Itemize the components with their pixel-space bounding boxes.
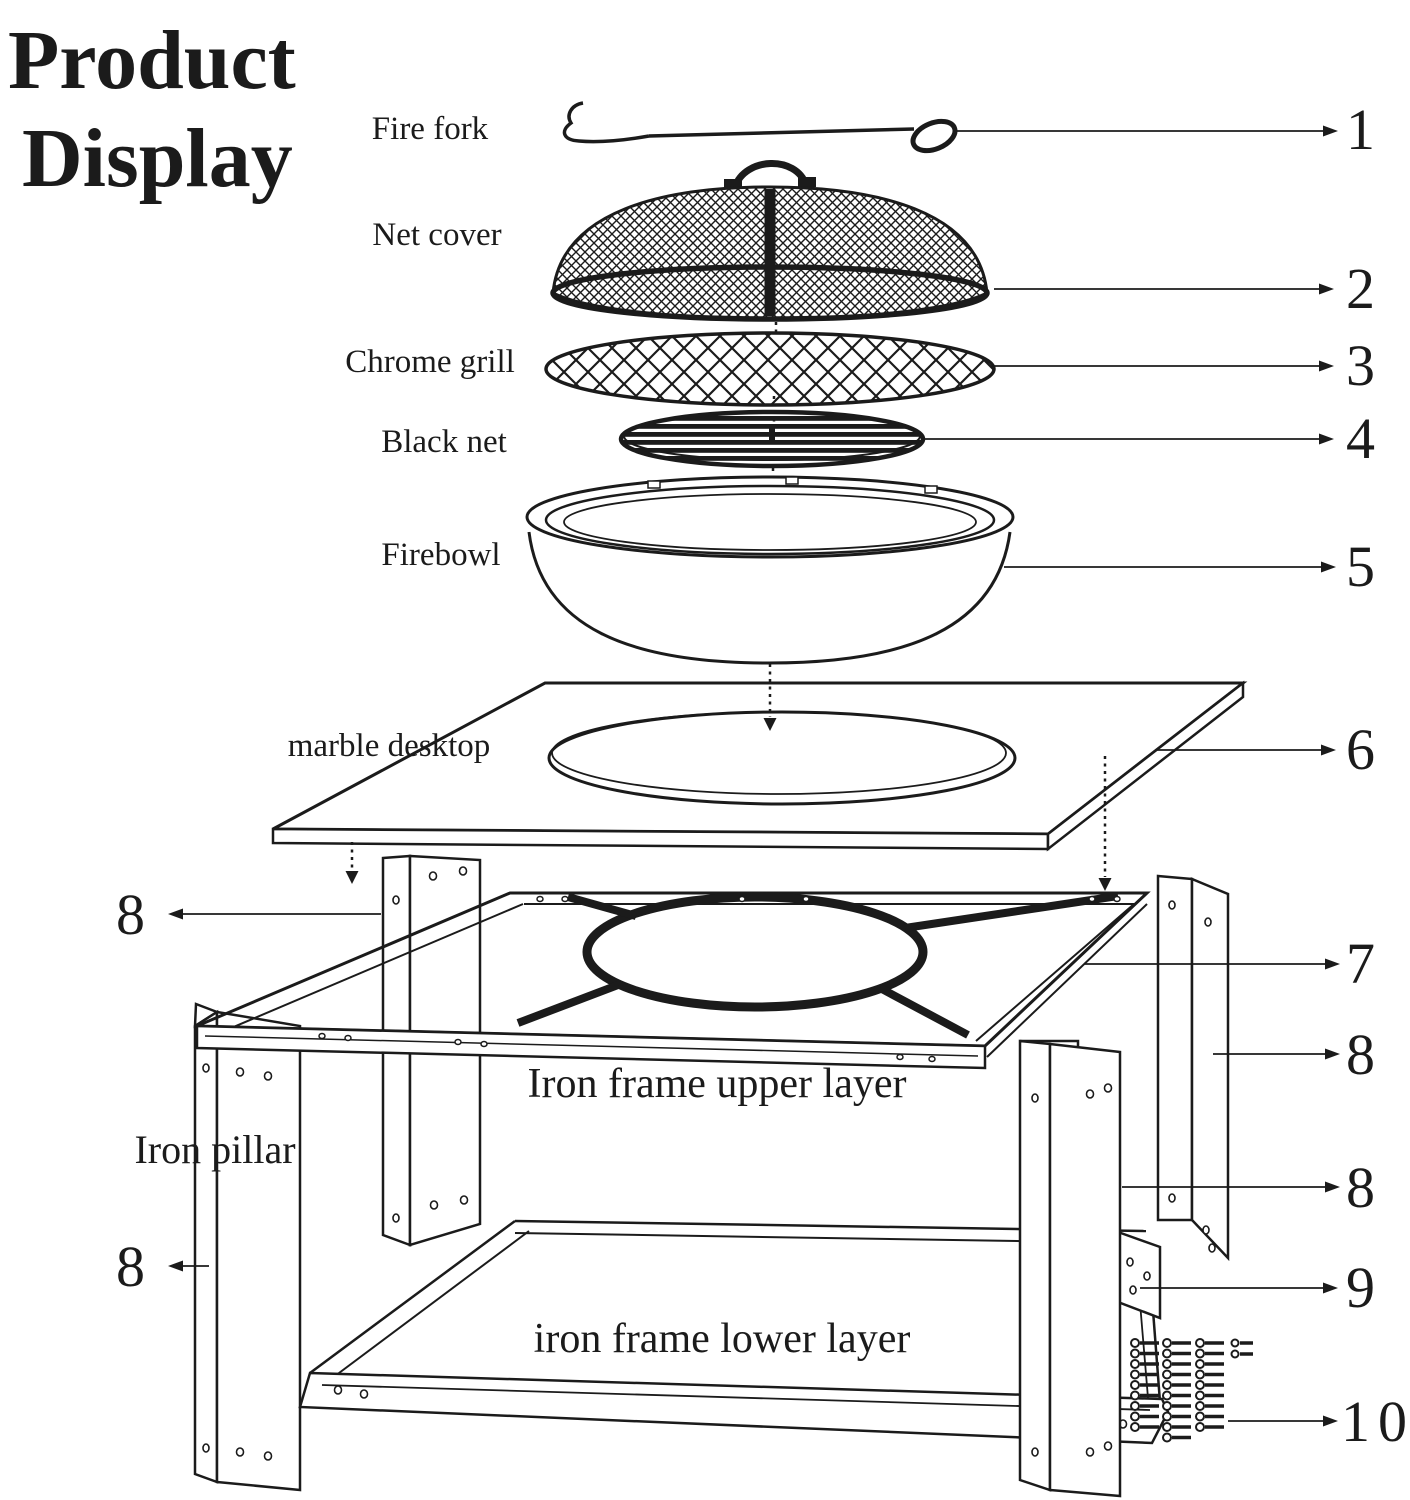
marble-desktop-drawing — [271, 680, 1248, 852]
callout-10: 10 — [1341, 1389, 1410, 1454]
callout-8-left-top: 8 — [116, 882, 145, 947]
callout-5: 5 — [1346, 534, 1375, 599]
firebowl-rim-outer — [525, 475, 1015, 559]
callout-1: 1 — [1346, 97, 1375, 162]
callout-4: 4 — [1346, 406, 1375, 471]
iron-pillar-rear-right — [1156, 874, 1230, 1262]
chrome-grill-drawing — [544, 331, 996, 407]
label-iron-frame-lower: iron frame lower layer — [534, 1316, 911, 1362]
assembly-dotted-5 — [345, 842, 359, 884]
callout-6: 6 — [1346, 717, 1375, 782]
fork-handle-loop — [910, 118, 958, 154]
callout-8-right-bottom: 8 — [1346, 1155, 1375, 1220]
label-fire-fork: Fire fork — [372, 111, 489, 147]
callout-7: 7 — [1346, 931, 1375, 996]
frame-spokes — [516, 892, 1119, 1039]
screws-drawing — [1130, 1338, 1253, 1443]
net-cover-drawing — [550, 160, 990, 322]
fire-fork-drawing — [562, 101, 958, 154]
label-iron-frame-upper: Iron frame upper layer — [528, 1061, 907, 1107]
callout-9: 9 — [1346, 1255, 1375, 1320]
screw-column-2 — [1162, 1338, 1191, 1443]
screw-column-3 — [1195, 1338, 1224, 1432]
label-firebowl: Firebowl — [381, 537, 500, 573]
callout-lines — [168, 125, 1340, 1427]
screw-column-1 — [1130, 1338, 1159, 1432]
label-net-cover: Net cover — [372, 217, 501, 253]
callout-2: 2 — [1346, 256, 1375, 321]
label-iron-pillar: Iron pillar — [134, 1127, 295, 1172]
label-black-net: Black net — [381, 424, 507, 460]
corner-bracket-drawing — [1116, 1230, 1162, 1320]
callout-3: 3 — [1346, 333, 1375, 398]
label-chrome-grill: Chrome grill — [345, 344, 515, 380]
callout-8-left-bottom: 8 — [116, 1234, 145, 1299]
callout-8-right-top: 8 — [1346, 1022, 1375, 1087]
iron-frame-upper-drawing — [195, 891, 1151, 1070]
net-cover-handle — [731, 160, 810, 189]
iron-pillar-front-left — [193, 1002, 302, 1492]
assembly-dotted-4 — [763, 664, 777, 731]
black-net-drawing — [618, 409, 926, 469]
frame-ring — [582, 892, 928, 1012]
firebowl-drawing — [525, 475, 1015, 665]
screw-column-4 — [1230, 1338, 1253, 1359]
frame-rivets — [318, 895, 1121, 1063]
label-marble-desktop: marble desktop — [288, 728, 491, 764]
page-title-line1: Product — [8, 14, 296, 107]
assembly-dotted-6 — [1098, 756, 1112, 891]
iron-pillar-front-right — [1018, 1039, 1122, 1498]
page-title-line2: Display — [22, 112, 293, 205]
